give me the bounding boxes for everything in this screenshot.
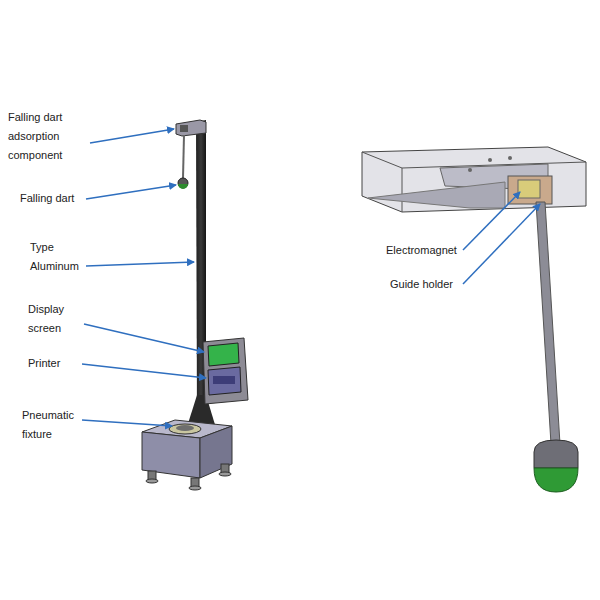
- part-label: Falling dart adsorption component: [8, 108, 88, 165]
- adsorption-detail: [362, 147, 586, 492]
- part-label: Electromagnet: [386, 241, 466, 260]
- machine: [142, 120, 248, 490]
- leader-arrows: [82, 129, 540, 426]
- part-label: Falling dart: [20, 189, 90, 208]
- part-label: Printer: [28, 354, 82, 373]
- part-label: Pneumatic fixture: [22, 406, 82, 444]
- part-label: Guide holder: [390, 275, 470, 294]
- part-label: Display screen: [28, 300, 84, 338]
- part-label: Type Aluminum: [30, 238, 84, 276]
